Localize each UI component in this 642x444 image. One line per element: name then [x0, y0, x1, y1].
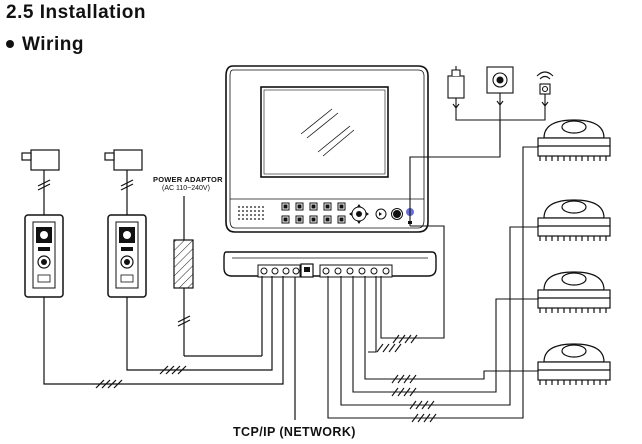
- section-title: 2.5 Installation: [6, 2, 146, 23]
- indoor-monitor: [223, 65, 437, 278]
- sensor-2-icon: [486, 66, 514, 106]
- camera-1: [537, 119, 611, 161]
- network-label: TCP/IP (NETWORK): [233, 425, 356, 439]
- terminal-block-left: [257, 264, 301, 278]
- camera-3: [537, 271, 611, 313]
- camera-2: [537, 199, 611, 241]
- terminal-block-right: [319, 264, 393, 278]
- sensor-3-icon: [536, 71, 554, 107]
- section-subtitle: Wiring: [22, 34, 84, 55]
- navigation-pad-icon: [349, 204, 414, 224]
- door-station-1: [24, 214, 64, 298]
- bullet-icon: [6, 40, 14, 48]
- door-lock-2: [104, 149, 143, 215]
- camera-wires: [327, 146, 538, 423]
- camera-4: [537, 343, 611, 385]
- monitor-buttons: [281, 202, 346, 224]
- monitor-screen: [260, 86, 389, 178]
- door-station-2: [107, 214, 147, 298]
- power-adaptor: [173, 196, 263, 357]
- speaker-grille: [238, 206, 264, 220]
- door-lock-1: [21, 149, 60, 215]
- sensor-1-icon: [447, 66, 465, 109]
- sensor-wires: [409, 105, 546, 226]
- door-station-wires: [43, 276, 284, 389]
- power-range-label: (AC 110~240V): [162, 185, 210, 192]
- power-adaptor-label: POWER ADAPTOR: [153, 175, 223, 184]
